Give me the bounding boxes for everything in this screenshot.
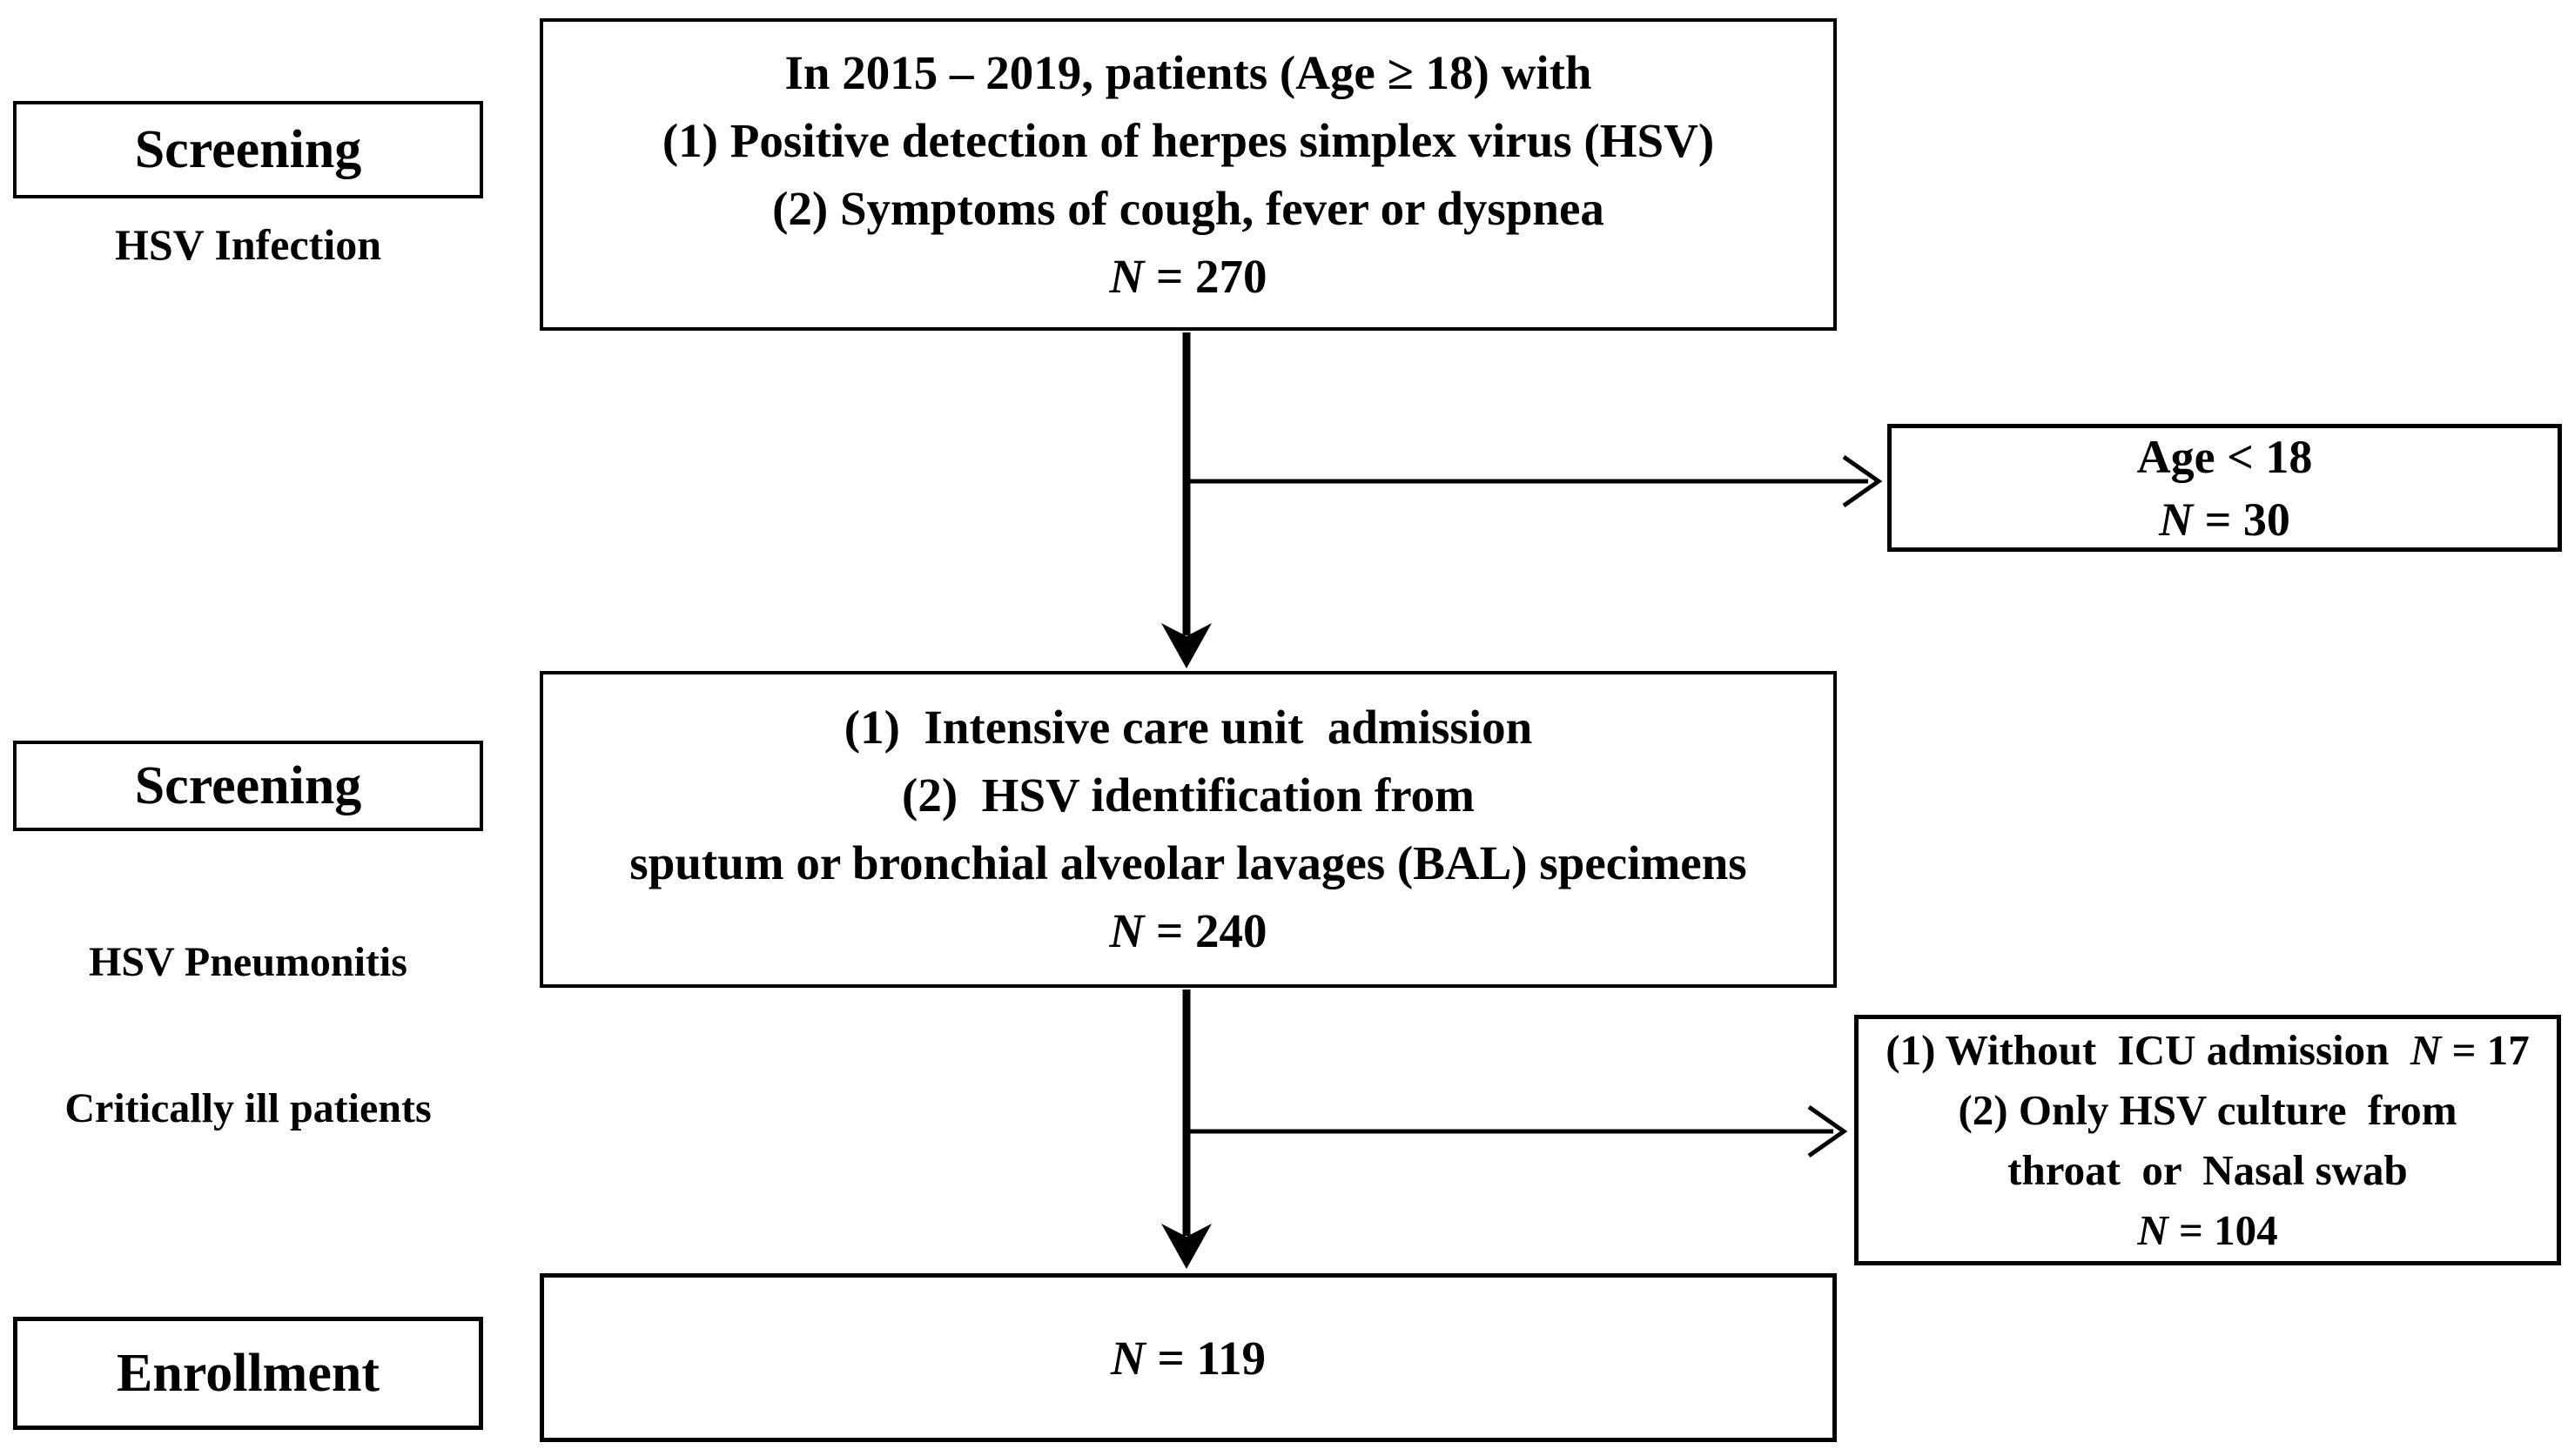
n-symbol: N bbox=[2137, 1206, 2168, 1254]
age-exclusion-count: N = 30 bbox=[2159, 488, 2290, 551]
n-value: = 104 bbox=[2168, 1206, 2278, 1254]
icu-exclusion-count: N = 104 bbox=[2137, 1200, 2277, 1260]
icu-screening-line3: sputum or bronchial alveolar lavages (BA… bbox=[629, 836, 1747, 889]
n-value: = 270 bbox=[1144, 249, 1267, 303]
stage-screening1-label: Screening bbox=[134, 119, 362, 179]
stage-enrollment-label: Enrollment bbox=[117, 1343, 380, 1403]
stage-screening1-box: Screening bbox=[13, 101, 483, 198]
icu-exclusion-line3: throat or Nasal swab bbox=[2007, 1146, 2408, 1194]
n-symbol: N bbox=[2159, 493, 2194, 546]
arrow-right-1-icon bbox=[1187, 454, 1883, 508]
icu-screening-line1: (1) Intensive care unit admission bbox=[844, 701, 1533, 754]
n-value: = 30 bbox=[2193, 493, 2290, 546]
icu-exclusion-line1: (1) Without ICU admission N = 17 bbox=[1886, 1020, 2529, 1080]
initial-cohort-count: N = 270 bbox=[1109, 243, 1267, 311]
icu-exclusion-line1-value: = 17 bbox=[2441, 1026, 2530, 1074]
icu-screening-line2: (2) HSV identification from bbox=[902, 768, 1475, 822]
arrow-down-1-icon bbox=[1161, 332, 1212, 668]
stage-screening2-sublabels: HSV Pneumonitis Critically ill patients bbox=[13, 841, 483, 1231]
initial-cohort-line1: In 2015 – 2019, patients (Age ≥ 18) with bbox=[784, 45, 1592, 99]
stage-screening2-label: Screening bbox=[134, 755, 362, 815]
arrow-down-2-icon bbox=[1161, 990, 1212, 1269]
arrow-right-2-icon bbox=[1187, 1104, 1848, 1158]
stage-enrollment-box: Enrollment bbox=[13, 1317, 483, 1430]
stage-screening2-sublabel-1: HSV Pneumonitis bbox=[89, 939, 407, 985]
initial-cohort-line2: (1) Positive detection of herpes simplex… bbox=[662, 113, 1715, 167]
age-exclusion-line1: Age < 18 bbox=[2136, 430, 2313, 483]
age-exclusion-box: Age < 18 N = 30 bbox=[1887, 424, 2562, 552]
icu-exclusion-line1-text: (1) Without ICU admission bbox=[1886, 1026, 2410, 1074]
enrolled-count: N = 119 bbox=[1111, 1331, 1266, 1386]
icu-exclusion-box: (1) Without ICU admission N = 17 (2) Onl… bbox=[1854, 1015, 2561, 1265]
n-symbol: N bbox=[1110, 1331, 1146, 1385]
n-symbol: N bbox=[1109, 904, 1145, 957]
icu-screening-box: (1) Intensive care unit admission (2) HS… bbox=[540, 671, 1837, 988]
enrolled-count-box: N = 119 bbox=[540, 1273, 1837, 1442]
initial-cohort-line3: (2) Symptoms of cough, fever or dyspnea bbox=[772, 181, 1604, 235]
n-value: = 240 bbox=[1144, 904, 1267, 957]
icu-exclusion-line2: (2) Only HSV culture from bbox=[1958, 1086, 2457, 1134]
stage-screening1-sublabel: HSV Infection bbox=[114, 220, 382, 269]
icu-screening-count: N = 240 bbox=[1109, 897, 1267, 965]
stage-screening2-sublabel-2: Critically ill patients bbox=[64, 1085, 432, 1131]
initial-cohort-box: In 2015 – 2019, patients (Age ≥ 18) with… bbox=[540, 18, 1837, 331]
n-symbol: N bbox=[1109, 249, 1145, 303]
n-value: = 119 bbox=[1145, 1331, 1267, 1385]
stage-screening2-box: Screening bbox=[13, 741, 483, 831]
n-symbol: N bbox=[2410, 1026, 2442, 1074]
